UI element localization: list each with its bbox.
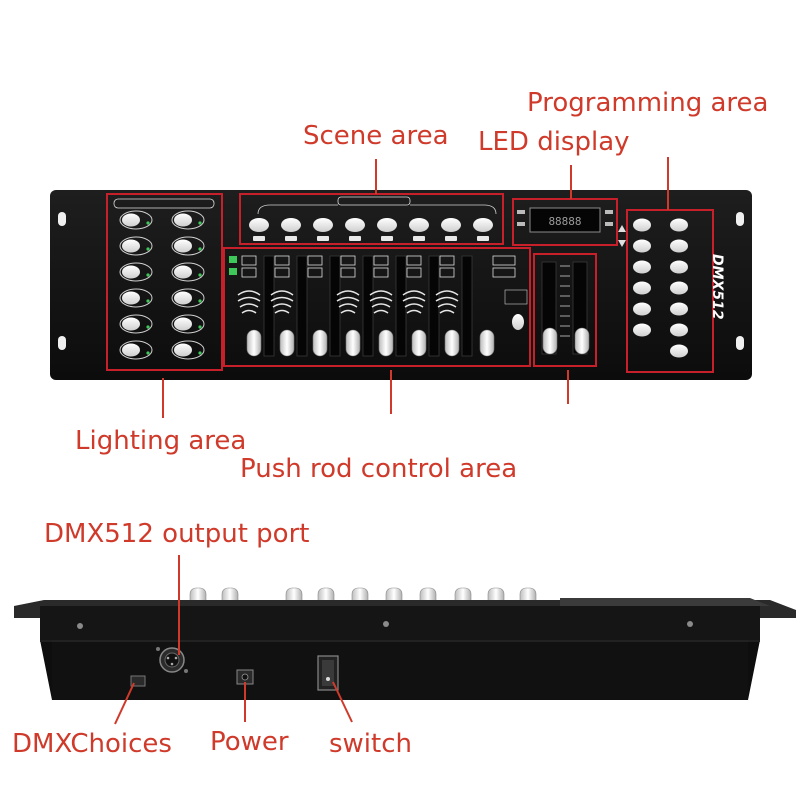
channel-faders[interactable] (237, 255, 516, 357)
label-lighting-area: Lighting area (75, 426, 247, 456)
program-buttons[interactable] (633, 218, 688, 358)
power-switch[interactable] (317, 655, 339, 691)
lighting-area (106, 193, 223, 371)
master-faders[interactable] (533, 253, 597, 367)
programming-area: DMX512 (618, 209, 725, 373)
label-power: Power (210, 727, 289, 757)
led-display: 88888 (512, 198, 618, 246)
leader-lines-rear (114, 555, 353, 725)
label-push-rod-area: Push rod control area (240, 454, 518, 484)
power-jack[interactable] (236, 669, 254, 685)
label-dmx-choices: DMXChoices (12, 729, 172, 759)
leader-lines-top (162, 157, 669, 418)
push-rod-area (223, 247, 531, 367)
label-scene-area: Scene area (303, 121, 449, 151)
scanner-buttons[interactable] (119, 210, 205, 360)
scene-buttons[interactable] (249, 218, 493, 232)
svg-text:88888: 88888 (548, 215, 581, 228)
label-output-port: DMX512 output port (44, 519, 310, 549)
dmx-output-port[interactable] (156, 647, 188, 673)
dmx-choice-switch[interactable] (130, 675, 146, 687)
scene-area (239, 193, 504, 245)
label-programming-area: Programming area (527, 88, 769, 118)
label-led-display: LED display (478, 127, 630, 157)
brand-logo: DMX512 (709, 254, 725, 320)
label-switch: switch (329, 729, 413, 759)
